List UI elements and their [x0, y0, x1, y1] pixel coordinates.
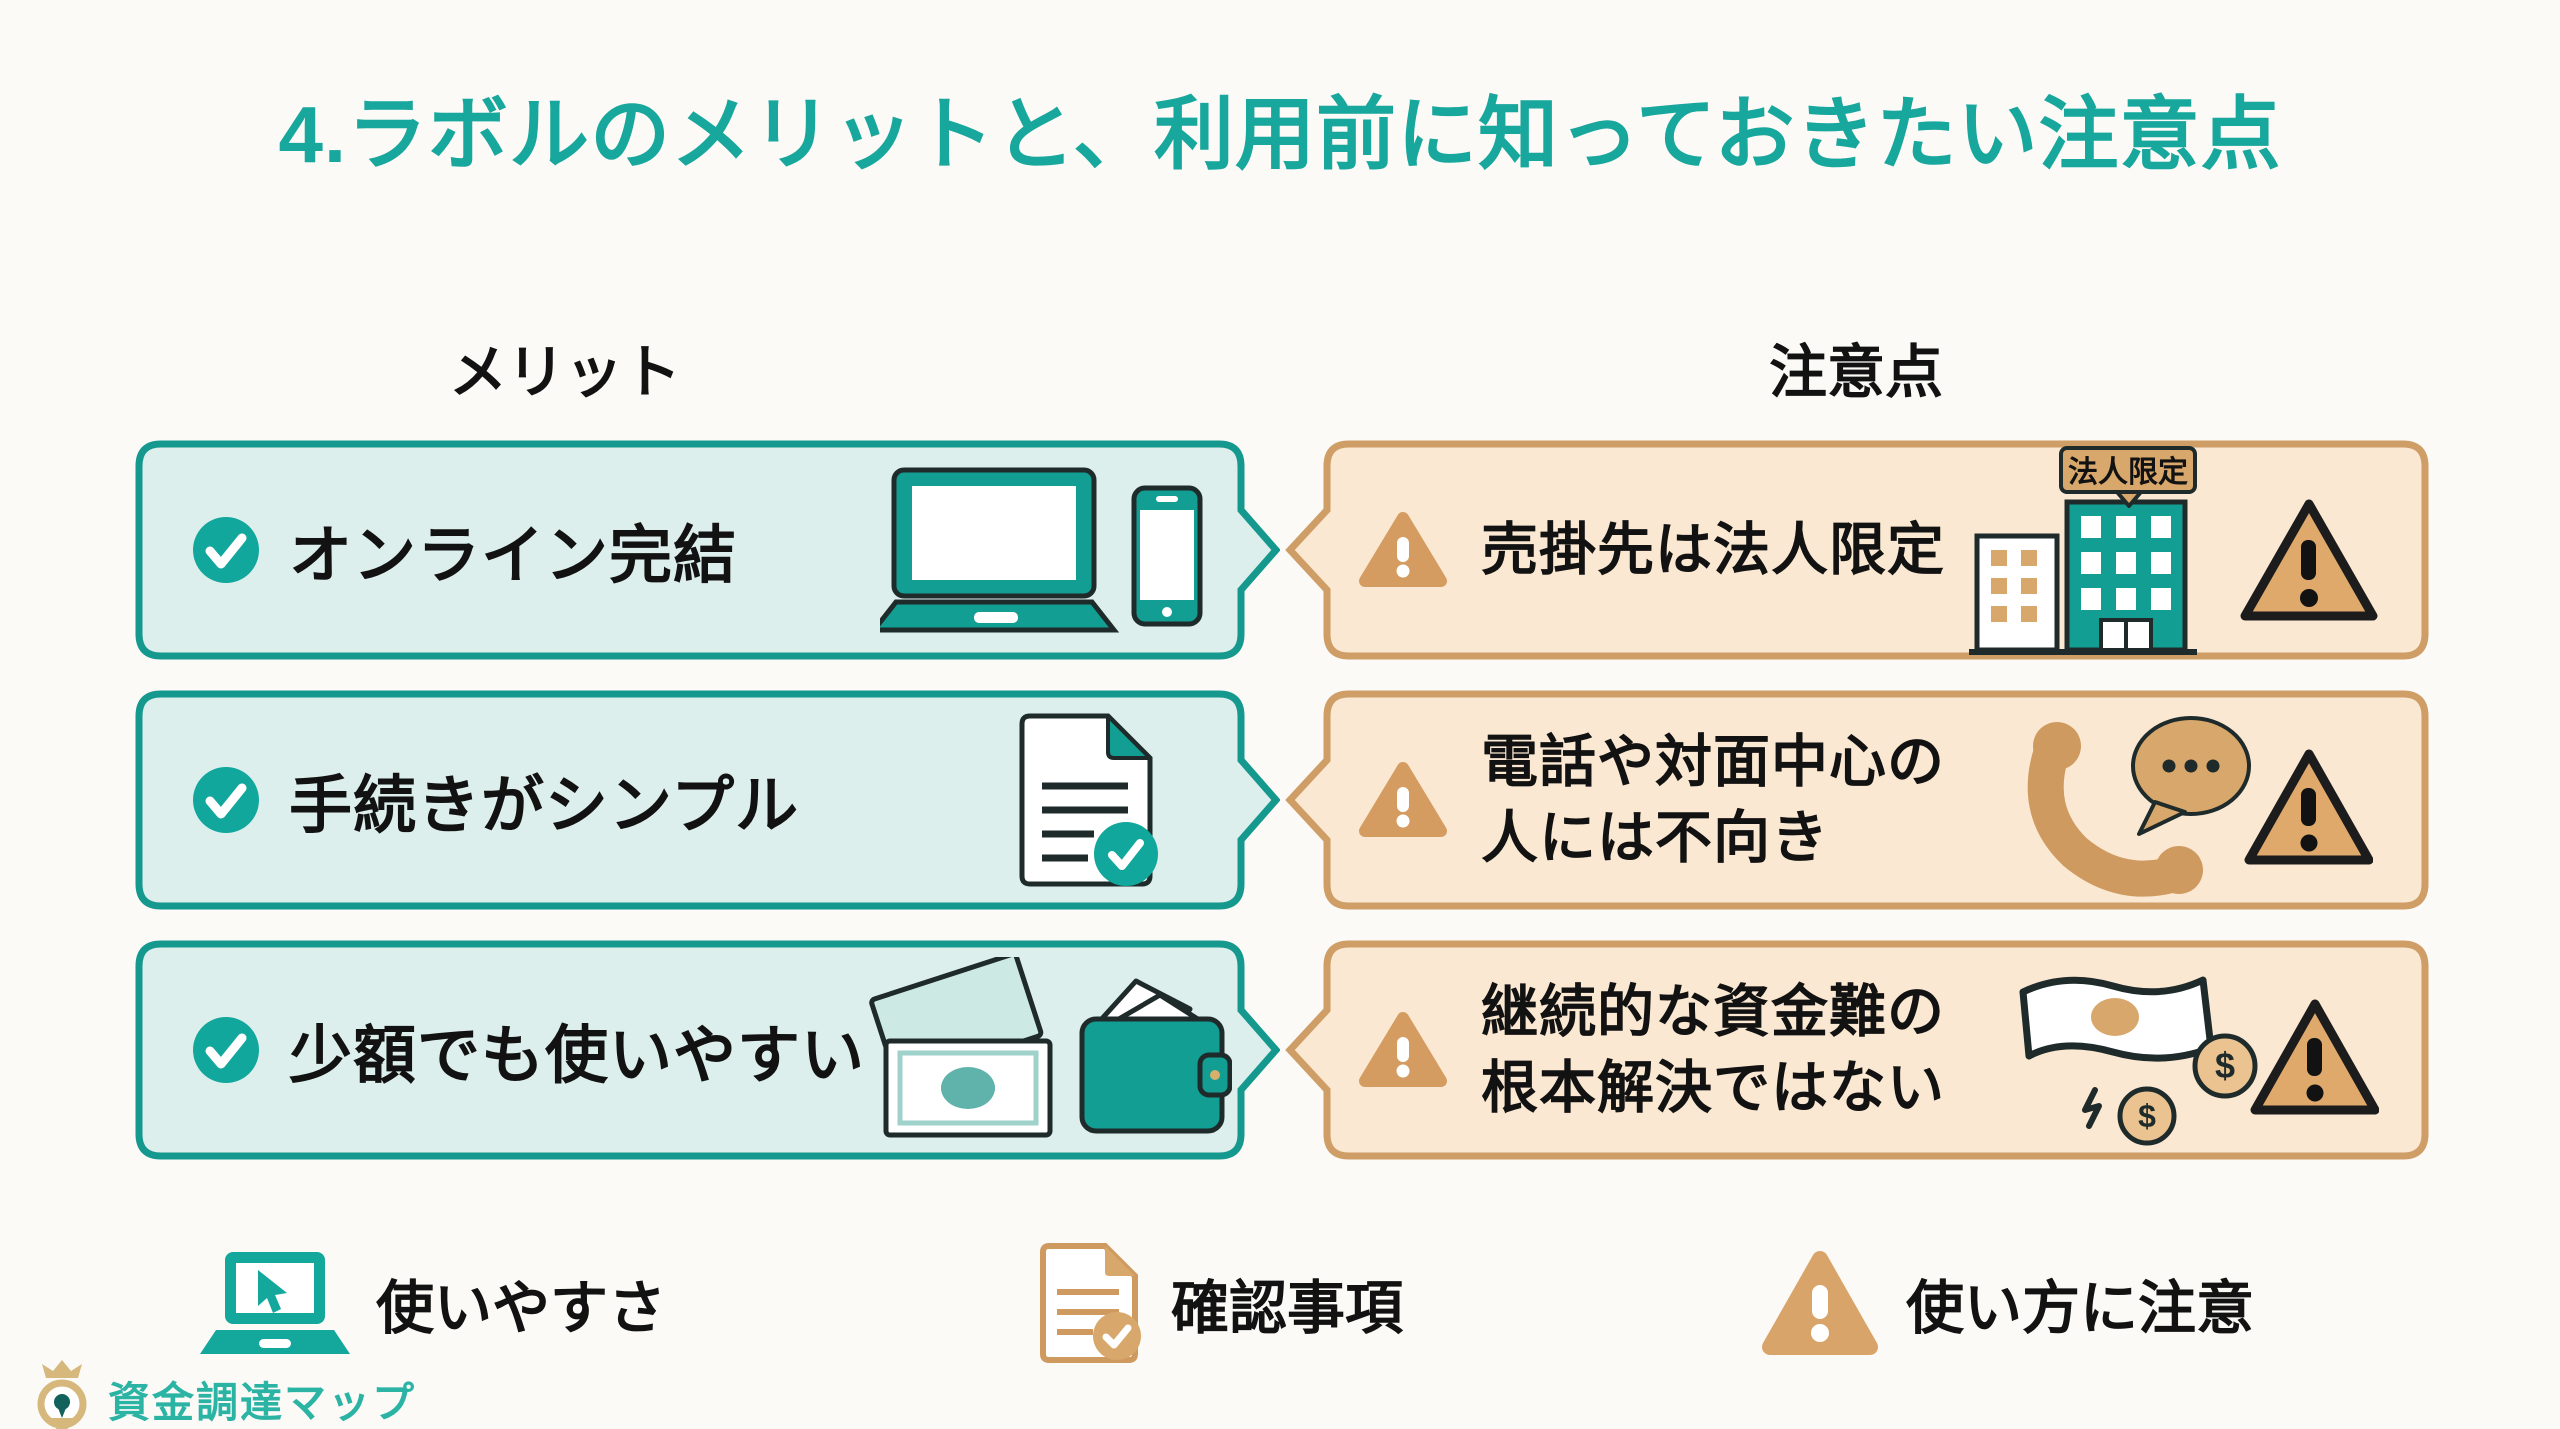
caution-content: 継続的な資金難の 根本解決ではない — [1281, 940, 2431, 1160]
caution-text: 売掛先は法人限定 — [1481, 512, 1945, 588]
building-sign-label: 法人限定 — [2068, 455, 2188, 489]
caution-line: 継続的な資金難の — [1481, 980, 1945, 1044]
merit-box-shape — [135, 690, 1280, 910]
merit-art — [1010, 708, 1160, 892]
caution-content: 電話や対面中心の 人には不向き — [1281, 690, 2431, 910]
warning-triangle-icon — [1359, 1012, 1447, 1087]
row-procedure: 手続きがシンプル — [0, 690, 2560, 910]
warning-triangle-icon — [1762, 1251, 1878, 1355]
merit-column-header: メリット — [448, 340, 682, 405]
laptop-icon — [880, 467, 1120, 633]
merit-box-online: オンライン完結 — [135, 440, 1280, 660]
caution-line: 人には不向き — [1481, 806, 1829, 870]
check-icon — [193, 1017, 259, 1083]
caution-art — [2013, 700, 2373, 900]
merit-box-procedure: 手続きがシンプル — [135, 690, 1280, 910]
caution-column-header: 注意点 — [1768, 340, 1944, 405]
merit-art — [880, 462, 1210, 638]
document-check-icon — [1040, 1243, 1141, 1363]
row-small-amount: 少額でも使いやすい — [0, 940, 2560, 1160]
smartphone-icon — [1131, 485, 1203, 627]
caution-art: $ $ — [1999, 950, 2379, 1150]
check-icon — [193, 767, 259, 833]
caution-box-phone-person: 電話や対面中心の 人には不向き — [1281, 690, 2431, 910]
warning-triangle-outline-icon — [2240, 499, 2378, 621]
svg-text:$: $ — [2138, 1098, 2156, 1134]
warning-triangle-outline-icon — [2244, 749, 2373, 865]
caution-art: 法人限定 — [1969, 444, 2379, 656]
caution-line: 電話や対面中心の — [1481, 730, 1945, 794]
caution-line: 根本解決ではない — [1481, 1056, 1945, 1120]
legend-item-usability: 使いやすさ — [200, 1238, 666, 1368]
legend-item-confirmation: 確認事項 — [1035, 1238, 1403, 1368]
check-icon — [193, 517, 259, 583]
merit-content: オンライン完結 — [135, 440, 1245, 660]
merit-label: 少額でも使いやすい — [289, 1020, 865, 1091]
office-buildings-icon: 法人限定 — [1969, 446, 2197, 655]
legend: 使いやすさ 確認事項 使い方に注意 — [0, 1238, 2560, 1368]
legend-label: 使いやすさ — [376, 1276, 667, 1341]
caution-content: 売掛先は法人限定 — [1281, 440, 2431, 660]
laptop-cursor-icon — [200, 1252, 350, 1354]
merit-label: 手続きがシンプル — [289, 770, 800, 841]
legend-label: 使い方に注意 — [1906, 1276, 2255, 1341]
caution-text: 電話や対面中心の 人には不向き — [1481, 724, 1945, 876]
merit-label: オンライン完結 — [289, 520, 737, 591]
page-title: 4.ラボルのメリットと、利用前に知っておきたい注意点 — [278, 90, 2282, 179]
warning-triangle-icon — [1359, 512, 1447, 587]
merit-art — [860, 957, 1232, 1143]
caution-box-corporate-only: 売掛先は法人限定 — [1281, 440, 2431, 660]
merit-box-small-amount: 少額でも使いやすい — [135, 940, 1280, 1160]
row-online: オンライン完結 — [0, 440, 2560, 660]
money-coins-icon: $ $ — [2019, 976, 2258, 1146]
caution-line: 売掛先は法人限定 — [1481, 518, 1945, 582]
crown-map-pin-icon — [37, 1360, 87, 1429]
merit-content: 少額でも使いやすい — [135, 940, 1245, 1160]
caution-box-not-fundamental-fix: 継続的な資金難の 根本解決ではない $ $ — [1281, 940, 2431, 1160]
svg-text:$: $ — [2215, 1045, 2235, 1086]
brand-logo: 資金調達マップ — [30, 1360, 416, 1429]
caution-text: 継続的な資金難の 根本解決ではない — [1481, 974, 1945, 1126]
warning-triangle-outline-icon — [2250, 999, 2379, 1115]
merit-content: 手続きがシンプル — [135, 690, 1245, 910]
wallet-icon — [1079, 978, 1232, 1134]
brand-logo-text: 資金調達マップ — [108, 1378, 417, 1426]
phone-chat-icon — [2027, 716, 2251, 897]
document-check-icon — [1019, 713, 1158, 887]
warning-triangle-icon — [1359, 762, 1447, 837]
banknotes-icon — [869, 957, 1053, 1138]
legend-label: 確認事項 — [1171, 1276, 1404, 1341]
legend-item-usage-caution: 使い方に注意 — [1760, 1238, 2254, 1368]
